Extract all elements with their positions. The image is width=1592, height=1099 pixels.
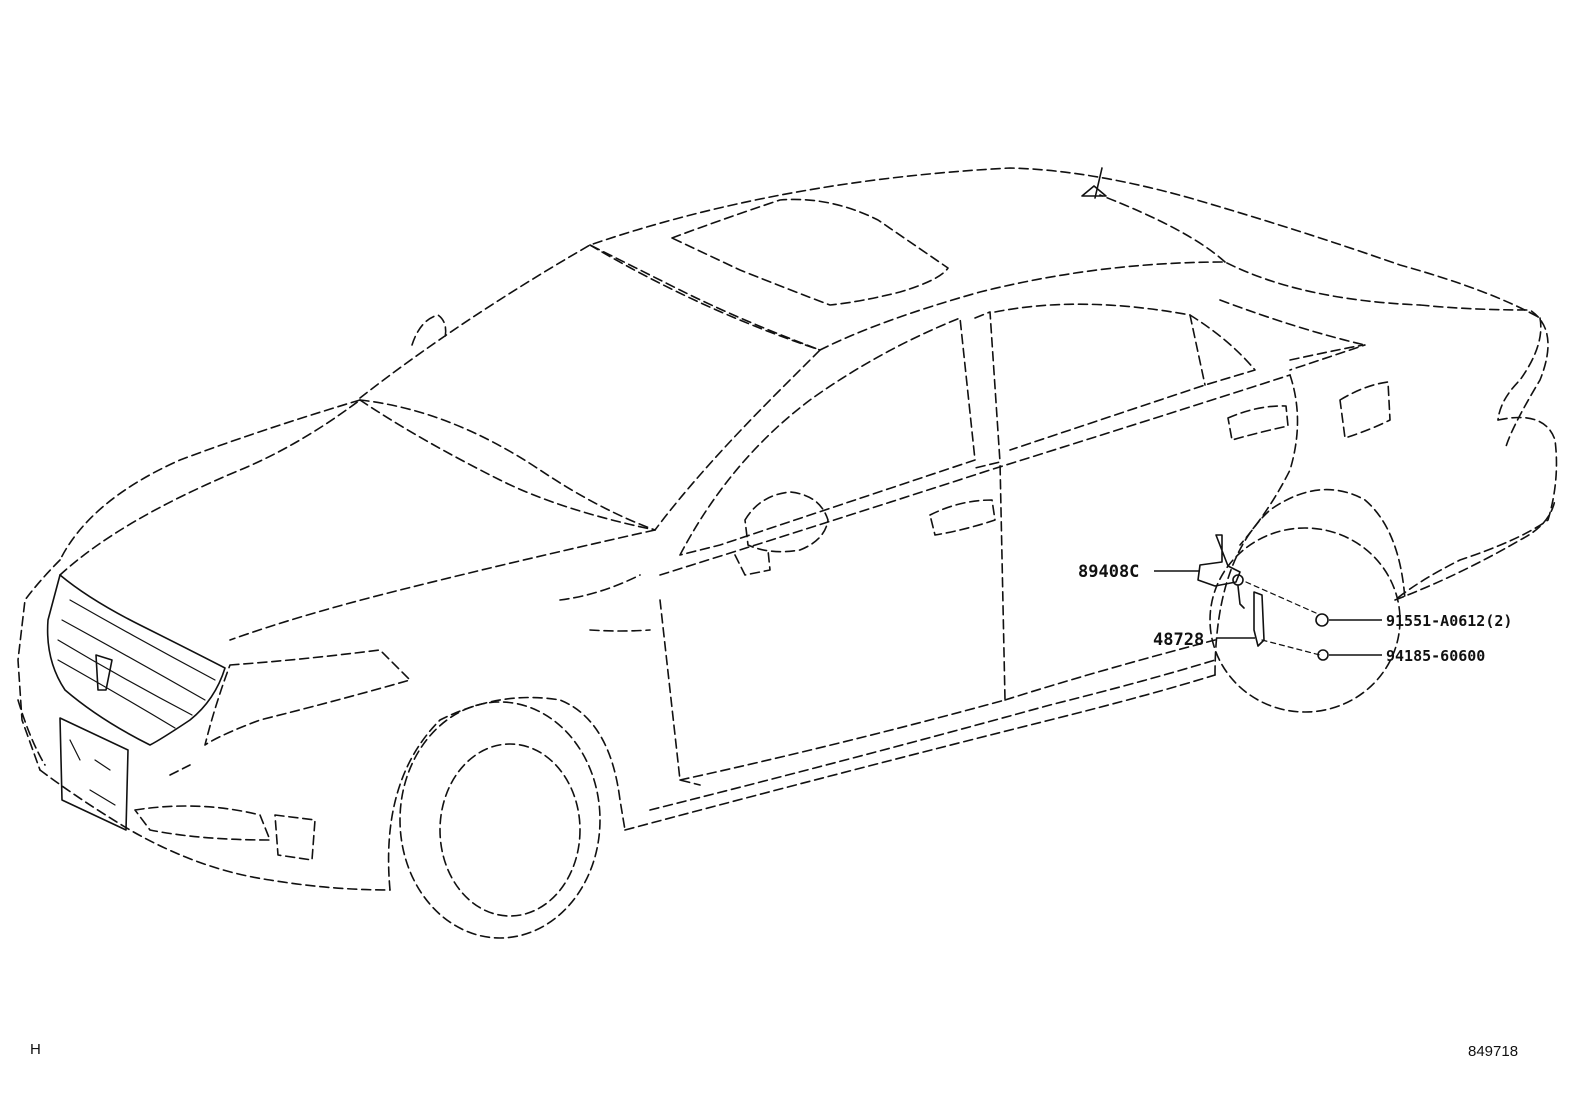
car-illustration <box>17 167 1558 939</box>
corner-marker: H <box>30 1041 41 1058</box>
callout-48728: 48728 <box>1153 630 1204 650</box>
callout-94185: 94185-60600 <box>1386 647 1485 665</box>
callout-91551: 91551-A0612(2) <box>1386 612 1512 630</box>
nut-icon <box>1317 649 1329 661</box>
illustration-id: 849718 <box>1468 1043 1518 1060</box>
callout-leaders <box>1154 570 1382 656</box>
sensor-assembly <box>1197 534 1329 661</box>
bolt-icon <box>1315 613 1329 627</box>
callout-89408c: 89408C <box>1078 562 1139 582</box>
